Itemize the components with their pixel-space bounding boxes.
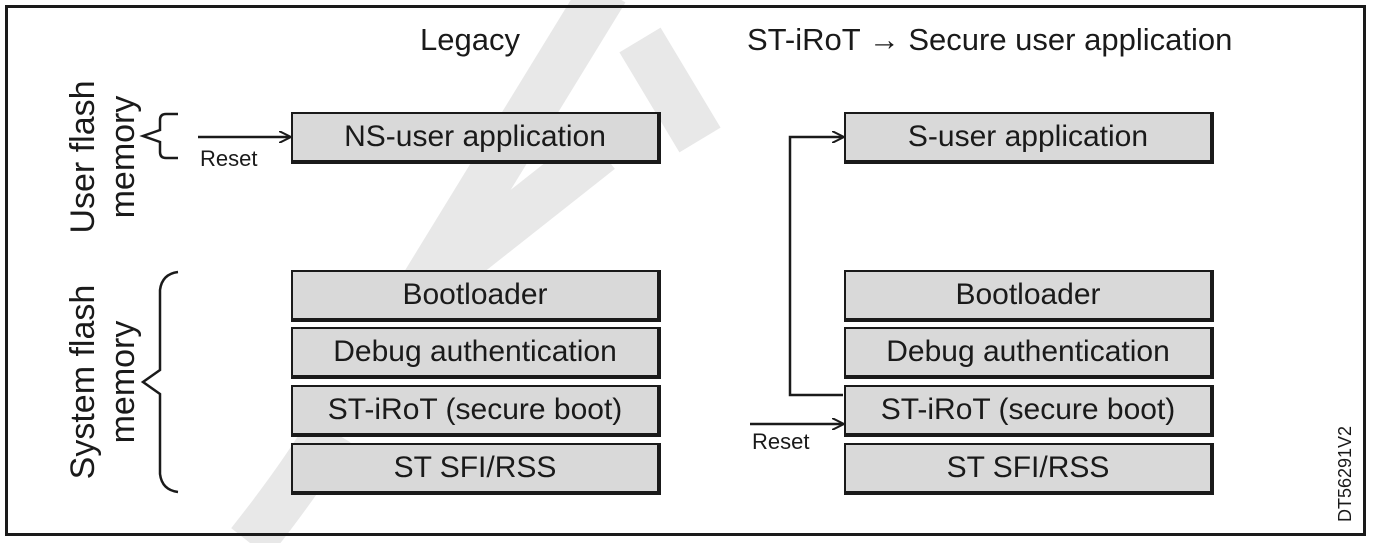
- legacy-bootloader-block: Bootloader: [291, 270, 661, 322]
- irot-st-sfi-rss-block: ST SFI/RSS: [844, 443, 1214, 495]
- irot-to-user-arrow: [788, 137, 843, 397]
- legacy-debug-auth-block: Debug authentication: [291, 327, 661, 379]
- irot-bootloader-block: Bootloader: [844, 270, 1214, 322]
- legacy-reset-label: Reset: [200, 146, 258, 171]
- user-flash-brace: [139, 112, 178, 160]
- irot-debug-auth-block: Debug authentication: [844, 327, 1214, 379]
- legacy-ns-user-app-block: NS-user application: [291, 112, 661, 164]
- irot-s-user-app-block: S-user application: [844, 112, 1214, 164]
- irot-title: ST-iRoT → Secure user application: [747, 22, 1233, 57]
- system-flash-brace: [140, 270, 179, 494]
- irot-st-irot-block: ST-iRoT (secure boot): [844, 385, 1214, 437]
- legacy-title: Legacy: [420, 22, 520, 57]
- legacy-st-irot-block: ST-iRoT (secure boot): [291, 385, 661, 437]
- irot-reset-label: Reset: [752, 429, 810, 454]
- diagram-frame: [5, 5, 1366, 536]
- legacy-st-sfi-rss-block: ST SFI/RSS: [291, 443, 661, 495]
- document-id: DT56291V2: [1335, 425, 1355, 523]
